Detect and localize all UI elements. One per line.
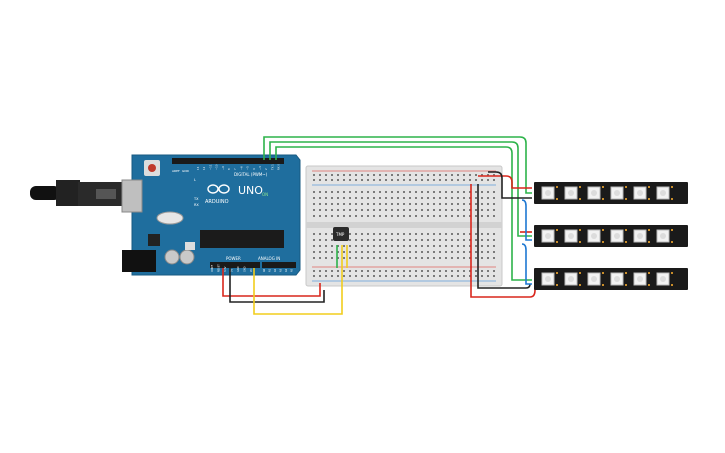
wire-yellow	[253, 245, 343, 315]
wire-green-2	[269, 141, 532, 237]
gnd-label: GND	[182, 169, 190, 173]
arduino-logo	[207, 184, 230, 194]
wire-blue-2	[521, 243, 532, 285]
digital-pin-label: ~11	[208, 164, 212, 170]
temperature-sensor: TMP	[333, 227, 349, 241]
arduino-uno-board: ARDUINO UNO DIGITAL (PWM~) POWER ANALOG …	[121, 154, 301, 276]
usb-port	[121, 179, 143, 213]
wire-green-1	[263, 136, 532, 194]
on-led-label: ON	[262, 192, 268, 197]
wire-red-strip-1	[478, 175, 532, 189]
crystal	[156, 211, 184, 225]
wire-red-arduino	[222, 268, 321, 297]
digital-pin-label: ~5	[246, 166, 250, 170]
power-jack	[122, 250, 156, 272]
power-pin-label: GND	[237, 266, 240, 272]
digital-pin-label: 8	[227, 168, 231, 170]
power-pin-label: RESET	[218, 264, 221, 272]
power-pin-label: 5V	[231, 268, 234, 272]
wire-red-bus	[470, 184, 536, 298]
arduino-model-label: UNO	[238, 184, 263, 197]
digital-pin-label: 4	[252, 168, 256, 170]
power-header	[210, 262, 260, 268]
wire-black-arduino	[229, 268, 325, 303]
wires	[222, 136, 536, 315]
rx-led-label: RX	[194, 203, 199, 207]
power-pin-label: Vin	[250, 268, 253, 272]
digital-header	[172, 158, 284, 164]
analog-pin-label: A0	[263, 268, 266, 272]
digital-pin-label: ~10	[215, 164, 219, 170]
wire-blue-1	[521, 199, 532, 241]
arduino-brand-label: ARDUINO	[205, 199, 229, 205]
tx-led-label: TX	[193, 197, 199, 201]
analog-pin-label: A3	[280, 268, 283, 272]
digital-pin-label: 12	[202, 166, 206, 170]
digital-header-label: DIGITAL (PWM~)	[234, 172, 268, 177]
digital-pin-label: 7	[233, 168, 237, 170]
power-pin-label: IOREF	[211, 264, 214, 272]
led-strip-1	[534, 182, 688, 204]
wire-black-strip-1	[488, 171, 532, 199]
analog-pin-label: A1	[269, 268, 272, 272]
analog-header	[262, 262, 296, 268]
digital-pin-label: RX 0	[277, 164, 281, 170]
wire-black-bus	[477, 184, 531, 289]
power-header-label: POWER	[226, 256, 241, 261]
digital-pin-label: ~9	[221, 166, 225, 170]
aref-label: AREF	[172, 169, 180, 173]
wire-green-3	[275, 146, 532, 281]
digital-pin-label: ~6	[239, 166, 243, 170]
power-pin-label: GND	[244, 266, 247, 272]
analog-header-label: ANALOG IN	[258, 256, 280, 261]
digital-pin-label: 13	[196, 166, 200, 170]
analog-pin-label: A4	[285, 268, 288, 272]
led-strip-3	[534, 268, 688, 290]
digital-pin-label: ~3	[258, 166, 262, 170]
atmega-chip	[200, 230, 284, 248]
led-strip-2	[534, 225, 688, 247]
sensor-label: TMP	[335, 232, 345, 237]
digital-pin-label: TX 1	[270, 164, 274, 170]
l-led-label: L	[194, 178, 196, 182]
digital-pin-label: 2	[264, 168, 268, 170]
usb-cable	[30, 180, 128, 206]
breadboard	[305, 165, 503, 287]
analog-pin-label: A2	[274, 268, 277, 272]
power-pin-label: 3.3V	[224, 266, 227, 272]
analog-pin-label: A5	[291, 268, 294, 272]
